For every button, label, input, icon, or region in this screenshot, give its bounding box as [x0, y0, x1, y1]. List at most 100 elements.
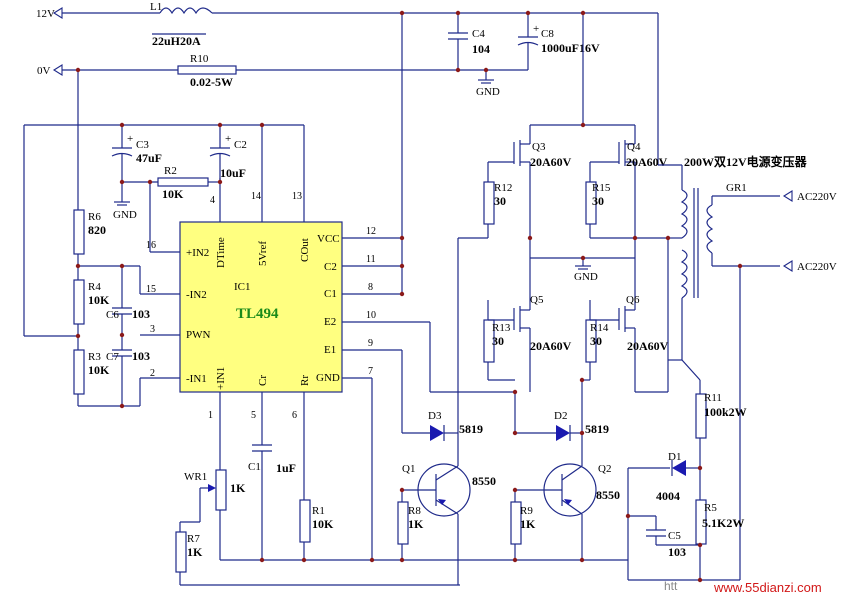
resistor-r6: R6 820: [73, 209, 106, 280]
c2-ref: C2: [234, 139, 247, 151]
c6-ref: C6: [106, 309, 119, 321]
r3-value: 10K: [88, 363, 110, 377]
mosfet-q4: Q4 20A60V: [589, 140, 668, 238]
capacitor-c8: + C8 1000uF16V: [517, 13, 600, 70]
resistor-r1: R1 10K: [299, 499, 334, 560]
pin-num-1: 1: [208, 410, 213, 421]
net-label-ac2: AC220V: [797, 261, 837, 273]
q6-ref: Q6: [626, 294, 640, 306]
pin-name-14: 5Vref: [257, 241, 269, 266]
pin-name-5: Cr: [257, 375, 269, 386]
gnd-label-c3: GND: [113, 209, 137, 221]
ic-ref: IC1: [234, 281, 251, 293]
net-label-0v: 0V: [37, 65, 51, 77]
pin-num-3: 3: [150, 324, 155, 335]
pin-name-6: Rr: [299, 375, 311, 386]
capacitor-c1: C1 1uF: [248, 444, 296, 560]
terminal-0v-icon: [52, 64, 63, 76]
r10-value: 0.02-5W: [190, 75, 233, 89]
resistor-r13: R13 30: [483, 300, 511, 380]
resistor-r10: [177, 65, 237, 75]
pin-name-1: +IN1: [215, 367, 227, 390]
c8-plus: +: [533, 23, 539, 35]
watermark-text: www.55dianzi.com: [713, 580, 822, 595]
watermark-prefix: htt: [664, 579, 678, 593]
transformer-gr1: GR1 200W双12V电源变压器 AC220V AC220V: [658, 154, 837, 361]
capacitor-c3: + C3 47uF: [111, 125, 162, 182]
c1-value: 1uF: [276, 461, 296, 475]
l1-value: 22uH20A: [152, 34, 201, 48]
r13-value: 30: [492, 334, 504, 348]
ic-name: TL494: [236, 306, 279, 322]
resistor-r7: R7 1K: [175, 522, 203, 585]
r7-ref: R7: [187, 533, 200, 545]
q5-ref: Q5: [530, 294, 544, 306]
resistor-r2: R2 10K: [122, 165, 220, 252]
inductor-l1: L1 22uH20A: [150, 1, 213, 48]
resistor-r9: R9 1K: [510, 490, 536, 560]
pin-name-12: VCC: [317, 233, 340, 245]
resistor-r14: R14 30: [585, 300, 609, 380]
pin-name-9: E1: [324, 344, 336, 356]
d3-ref: D3: [428, 410, 442, 422]
q4-value: 20A60V: [626, 155, 668, 169]
r1-ref: R1: [312, 505, 325, 517]
c4-ref: C4: [472, 28, 485, 40]
net-label-ac1: AC220V: [797, 191, 837, 203]
c3-value: 47uF: [136, 151, 162, 165]
net-label-12v: 12V: [36, 8, 55, 20]
pin-num-8: 8: [368, 282, 373, 293]
c6-value: 103: [132, 307, 150, 321]
pin-num-12: 12: [366, 226, 376, 237]
q1-ref: Q1: [402, 463, 415, 475]
pin-name-4: DTime: [215, 237, 227, 268]
c8-ref: C8: [541, 28, 554, 40]
gnd-label-top: GND: [476, 86, 500, 98]
pin-name-8: C1: [324, 288, 337, 300]
r7-value: 1K: [187, 545, 203, 559]
r15-value: 30: [592, 194, 604, 208]
resistor-r15: R15 30: [585, 181, 611, 238]
transistor-q1: Q1 8550: [402, 433, 496, 585]
pin-num-15: 15: [146, 284, 156, 295]
c7-ref: C7: [106, 351, 119, 363]
r6-ref: R6: [88, 211, 101, 223]
terminal-ac1-icon: [782, 190, 793, 202]
pin-num-7: 7: [368, 366, 373, 377]
pin-num-2: 2: [150, 368, 155, 379]
potentiometer-wr1: WR1 1K: [180, 469, 246, 560]
capacitor-c5: C5 103: [628, 515, 700, 559]
diode-d2: D2 5819: [515, 410, 609, 441]
c3-ref: C3: [136, 139, 149, 151]
q1-value: 8550: [472, 474, 496, 488]
svg-text:+: +: [127, 133, 133, 145]
terminal-ac2-icon: [782, 260, 793, 272]
pin-num-11: 11: [366, 254, 376, 265]
r10-ref: R10: [190, 53, 209, 65]
q3-ref: Q3: [532, 141, 546, 153]
resistor-r3: R3 10K: [73, 349, 110, 406]
gr1-ref: GR1: [726, 182, 747, 194]
ic-tl494: TL494 IC1 +IN2 -IN2 PWN -IN1 16 15 3 2 V…: [140, 125, 430, 500]
d2-ref: D2: [554, 410, 567, 422]
r11-value: 100k2W: [704, 405, 747, 419]
rail-0v: 0V R10 0.02-5W: [37, 53, 528, 210]
pin-name-16: +IN2: [186, 247, 209, 259]
pin-name-2: -IN1: [186, 373, 207, 385]
r9-value: 1K: [520, 517, 536, 531]
terminal-12v-icon: [52, 7, 63, 19]
c7-value: 103: [132, 349, 150, 363]
r14-ref: R14: [590, 322, 609, 334]
d2-value: 5819: [585, 422, 609, 436]
pin-num-10: 10: [366, 310, 376, 321]
r8-value: 1K: [408, 517, 424, 531]
diode-d1: D1 4004: [628, 451, 700, 503]
pin-num-14: 14: [251, 191, 261, 202]
d1-value: 4004: [656, 489, 680, 503]
pin-name-11: C2: [324, 261, 337, 273]
mosfet-q5: Q5 20A60V: [488, 294, 572, 392]
pin-name-10: E2: [324, 316, 336, 328]
r2-ref: R2: [164, 165, 177, 177]
pin-name-7: GND: [316, 372, 340, 384]
